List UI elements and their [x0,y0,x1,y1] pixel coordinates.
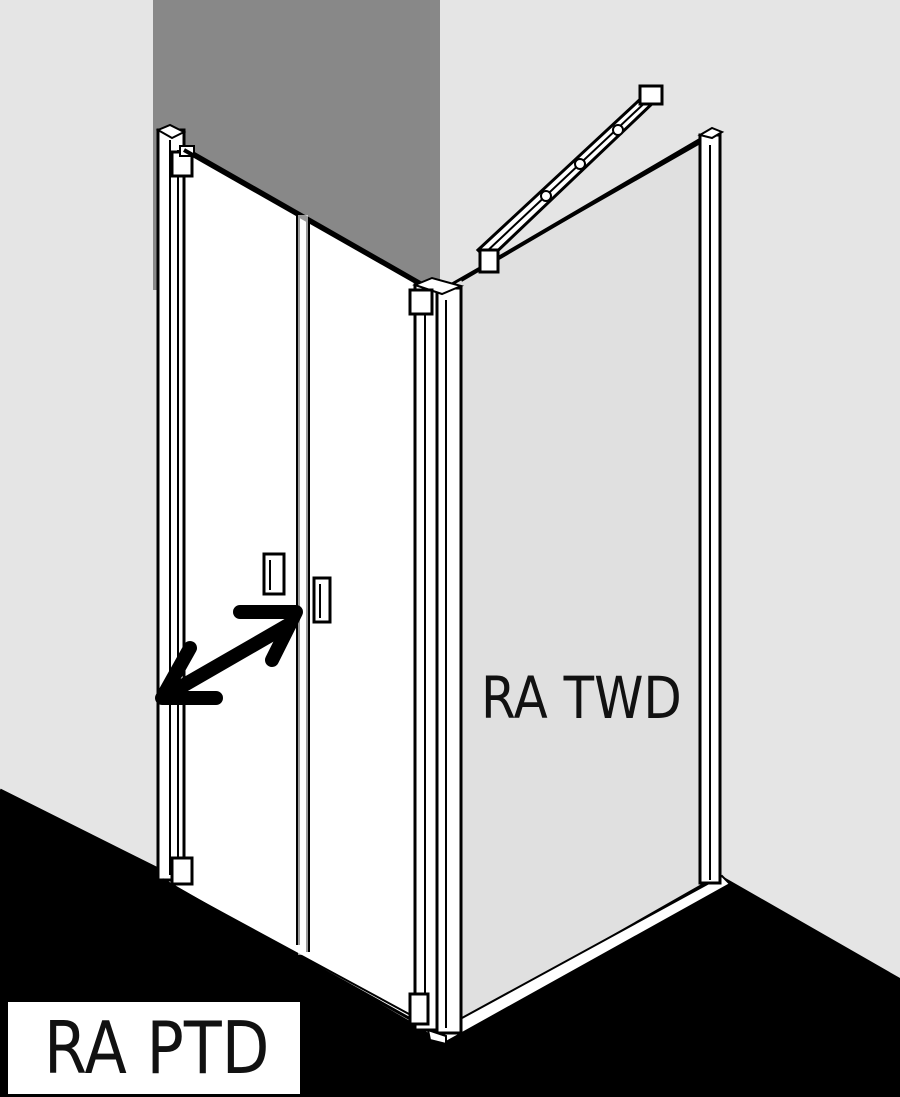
top-left-hinge [170,145,195,178]
stabilizer-bar [475,84,664,274]
door-label: RA PTD [44,1006,270,1090]
left-wall-profile [155,123,187,882]
floor-edge-left [0,788,161,872]
side-panel-label: RA TWD [481,664,682,732]
door-handle-left [262,552,286,596]
corner-foot [426,1028,447,1046]
double-headed-arrow-icon [155,605,303,705]
door-handle-right [312,576,332,624]
right-wall-profile [697,126,725,885]
door-bottom-edge [160,878,420,1030]
corner-post [412,276,465,1035]
corner-top-hinge [408,288,434,316]
side-panel-top-edge [459,138,702,282]
bottom-left-hinge [170,856,194,886]
door-center-split [296,215,310,955]
door-label-box [8,1002,300,1094]
corner-bottom-hinge [408,992,430,1026]
